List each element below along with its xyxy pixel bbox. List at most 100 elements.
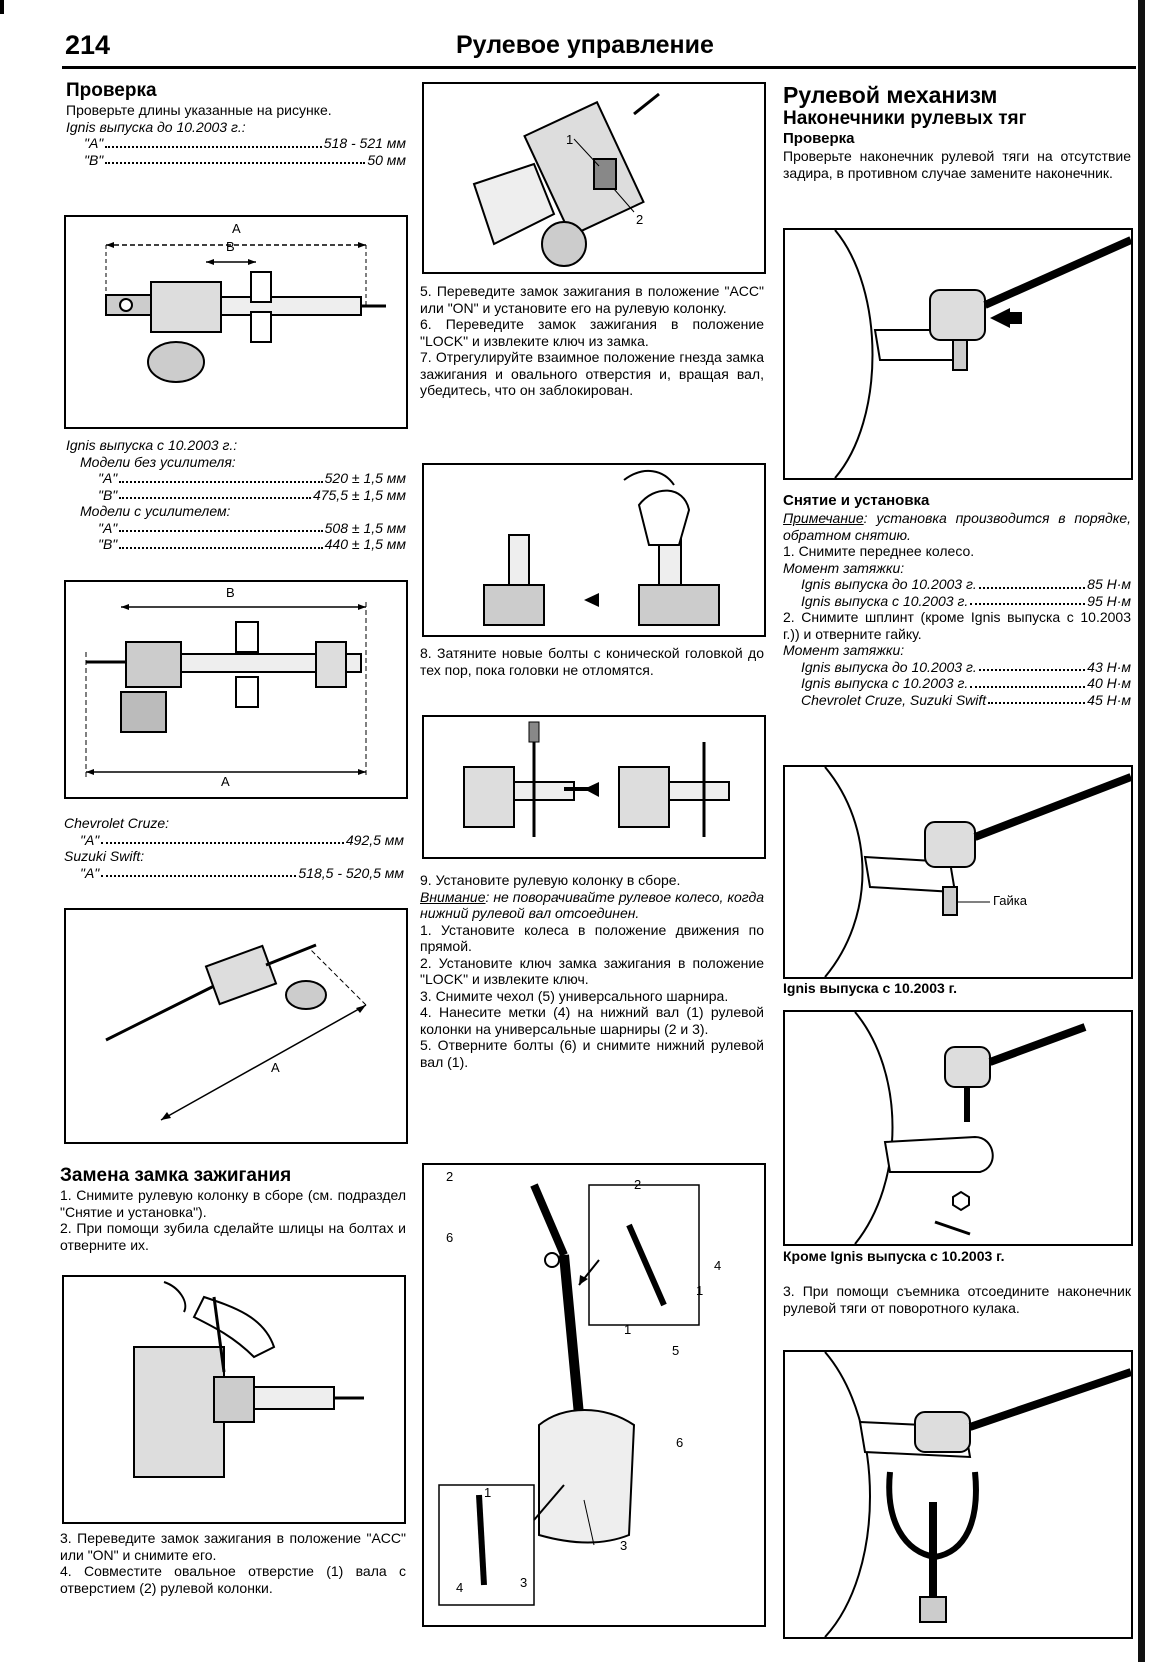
- callout-label: 2: [634, 1177, 642, 1192]
- section-main-title: Рулевой механизм: [783, 82, 998, 108]
- spec-row: "A"492,5 мм: [80, 831, 404, 848]
- ignition-heading: Замена замка зажигания: [60, 1165, 292, 1186]
- check-text: Проверьте длины указанные на рисунке.: [66, 102, 332, 118]
- figure-ignition-lock-chisel: [62, 1275, 406, 1524]
- callout-label: 3: [520, 1575, 528, 1590]
- lock-install-drawing: [472, 92, 660, 267]
- callout-label: 1: [566, 132, 574, 147]
- sub-step-2: 2. Установите ключ замка зажигания в пол…: [420, 954, 764, 988]
- step-8: 8. Затяните новые болты с конической гол…: [420, 645, 764, 678]
- spec-row: "B"440 ± 1,5 мм: [98, 536, 406, 552]
- sub-step-1: 1. Установите колеса в положение движени…: [420, 921, 764, 955]
- lower-shaft-drawing: [438, 1183, 700, 1606]
- dimension-label-b: B: [226, 239, 235, 254]
- step-5: 5. Переведите замок зажигания в положени…: [420, 283, 764, 316]
- spec-row: "A"508 ± 1,5 мм: [98, 519, 406, 536]
- callout-label: 6: [676, 1435, 684, 1450]
- cruze-label: Chevrolet Cruze:: [64, 815, 170, 831]
- check-heading: Проверка: [66, 80, 157, 101]
- figure-lock-key: [422, 463, 766, 637]
- column-2-text-3: 9. Установите рулевую колонку в сборе. В…: [420, 872, 764, 1070]
- callout-label: 3: [620, 1538, 628, 1553]
- spec-row: "A"518 - 521 мм: [84, 135, 406, 151]
- dimension-label-a: A: [232, 221, 241, 236]
- lock-key-drawing: [483, 470, 720, 626]
- callout-label: 5: [672, 1343, 680, 1358]
- figure-tie-rod-puller: [783, 1350, 1133, 1639]
- spec-row: "A"520 ± 1,5 мм: [98, 470, 406, 486]
- torque-label: Момент затяжки:: [783, 559, 905, 576]
- column-3-header: Рулевой механизм Наконечники рулевых тяг…: [783, 82, 1131, 181]
- figure-tie-rod-end-check: [783, 228, 1133, 480]
- no-amp-label: Модели без усилителя:: [80, 453, 236, 470]
- figure-caption: Кроме Ignis выпуска с 10.2003 г.: [783, 1248, 1005, 1264]
- column-3-removal: Снятие и установка Примечание: установка…: [783, 492, 1131, 708]
- callout-label: 2: [636, 212, 644, 227]
- ign-step-4: 4. Совместите овальное отверстие (1) вал…: [60, 1563, 406, 1596]
- removal-step-1: 1. Снимите переднее колесо.: [783, 543, 975, 559]
- ign-step-1: 1. Снимите рулевую колонку в сборе (см. …: [60, 1187, 406, 1220]
- torque-label: Момент затяжки:: [783, 642, 905, 658]
- sub-step-5: 5. Отверните болты (6) и снимите нижний …: [420, 1037, 764, 1070]
- warning-text: Внимание: не поворачивайте рулевое колес…: [420, 888, 764, 922]
- check-heading: Проверка: [783, 130, 855, 147]
- dimension-label-b: B: [226, 585, 235, 600]
- note-label: Примечание: [783, 510, 864, 526]
- bolt-tighten-drawing: [463, 721, 730, 837]
- ignition-lock-drawing: [133, 1281, 364, 1478]
- column-2-text-2: 8. Затяните новые болты с конической гол…: [420, 645, 764, 678]
- callout-label: 6: [446, 1230, 454, 1245]
- callout-label: 2: [446, 1169, 454, 1184]
- figure-ignition-lock-install: 1 2: [422, 82, 766, 274]
- spec-row: Ignis выпуска до 10.2003 г.43 Н·м: [801, 658, 1131, 675]
- tie-rod-puller-drawing: [824, 1352, 1131, 1637]
- sub-step-3: 3. Снимите чехол (5) универсального шарн…: [420, 987, 729, 1004]
- steering-column-drawing: [105, 242, 386, 383]
- tie-rod-cotter-drawing: [854, 1012, 1087, 1244]
- callout-label: 4: [714, 1258, 722, 1273]
- callout-label: 1: [624, 1322, 632, 1337]
- ign-step-3: 3. Переведите замок зажигания в положени…: [60, 1530, 406, 1563]
- scan-edge-bar: [1138, 0, 1145, 1662]
- removal-step-3: 3. При помощи съемника отсоедините након…: [783, 1283, 1131, 1316]
- figure-lower-shaft: 2 6 2 4 1 1 5 6 1 3 4 3: [422, 1163, 766, 1627]
- tie-rod-check-drawing: [834, 230, 1131, 478]
- warning-label: Внимание: [420, 888, 486, 905]
- figure-tie-rod-cotter: [783, 1010, 1133, 1246]
- nut-label: Гайка: [993, 893, 1028, 908]
- scan-mark: [0, 0, 4, 14]
- tie-rod-nut-drawing: [824, 767, 1131, 977]
- step-6: 6. Переведите замок зажигания в положени…: [420, 316, 764, 349]
- figure-column-dimension-a: A: [64, 908, 408, 1144]
- section-sub-title: Наконечники рулевых тяг: [783, 108, 1027, 129]
- note-text: Примечание: установка производится в пор…: [783, 510, 1131, 543]
- dimension-label-a: A: [221, 774, 230, 789]
- ignition-section: Замена замка зажигания 1. Снимите рулеву…: [60, 1165, 406, 1253]
- step-7: 7. Отрегулируйте взаимное положение гнез…: [420, 349, 764, 398]
- figure-bolt-tighten: [422, 715, 766, 859]
- callout-label: 4: [456, 1580, 464, 1595]
- callout-label: 1: [484, 1485, 492, 1500]
- swift-label: Suzuki Swift:: [64, 848, 145, 864]
- steering-column-drawing-2: [85, 602, 367, 777]
- figure-column-dimensions-1: A B: [64, 215, 408, 429]
- figure-column-dimensions-2: B A: [64, 580, 408, 799]
- removal-step-2: 2. Снимите шплинт (кроме Ignis выпуска с…: [783, 609, 1131, 642]
- column-1: Проверка Проверьте длины указанные на ри…: [66, 80, 406, 168]
- spec-row: "A"518,5 - 520,5 мм: [80, 864, 404, 881]
- figure-tie-rod-nut: Гайка: [783, 765, 1133, 979]
- column-3-step-3: 3. При помощи съемника отсоедините након…: [783, 1283, 1131, 1316]
- step-9: 9. Установите рулевую колонку в сборе.: [420, 872, 681, 888]
- spec-row: Ignis выпуска с 10.2003 г.95 Н·м: [801, 592, 1131, 609]
- column-1-specs: Ignis выпуска с 10.2003 г.: Модели без у…: [66, 437, 406, 553]
- removal-heading: Снятие и установка: [783, 492, 930, 509]
- column-1-specs-2: Chevrolet Cruze: "A"492,5 мм Suzuki Swif…: [64, 815, 404, 881]
- ignis-before-label: Ignis выпуска до 10.2003 г.:: [66, 118, 246, 135]
- figure-caption: Ignis выпуска с 10.2003 г.: [783, 980, 957, 996]
- page-title: Рулевое управление: [456, 31, 714, 59]
- ignition-steps-2: 3. Переведите замок зажигания в положени…: [60, 1530, 406, 1596]
- sub-step-4: 4. Нанесите метки (4) на нижний вал (1) …: [420, 1004, 764, 1037]
- steering-column-diagonal-drawing: [105, 943, 367, 1121]
- spec-row: Ignis выпуска до 10.2003 г.85 Н·м: [801, 576, 1131, 592]
